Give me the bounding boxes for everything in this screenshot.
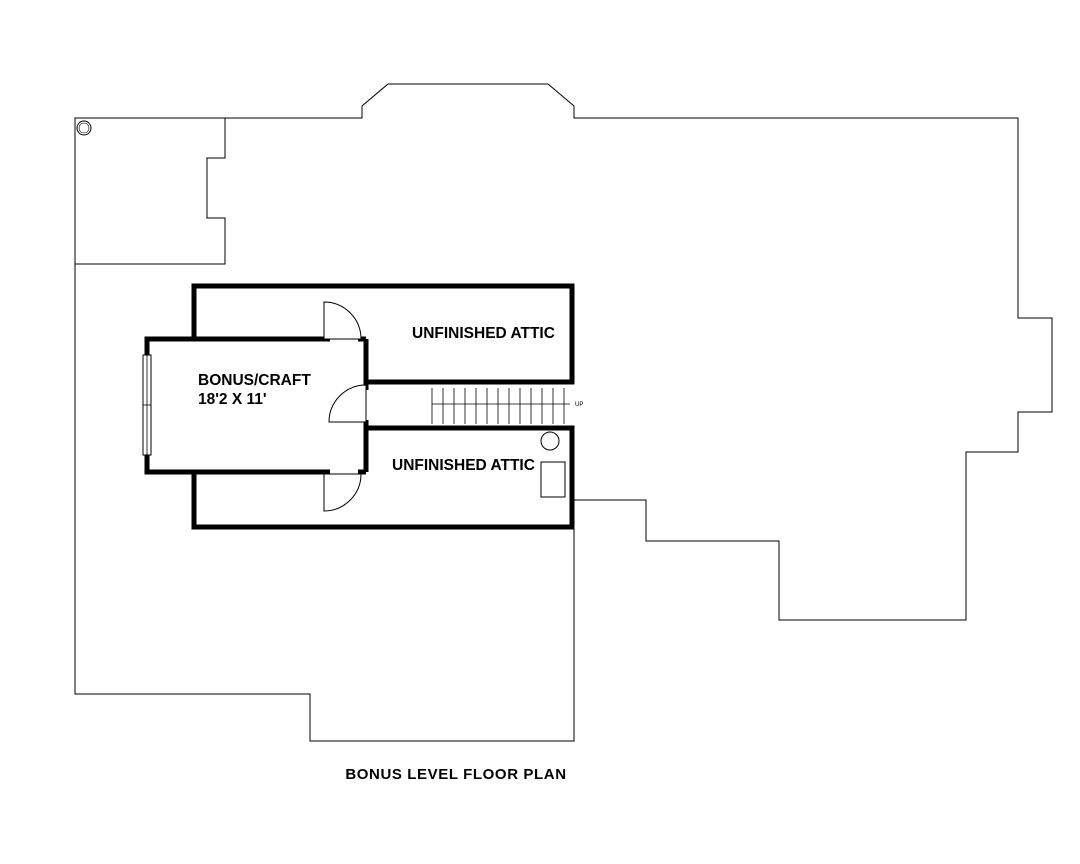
bonus-walls — [144, 283, 575, 530]
post-inner — [78, 122, 90, 134]
roof-outline — [74, 83, 1053, 742]
door-swing-lower — [323, 472, 362, 512]
plan-caption: BONUS LEVEL FLOOR PLAN — [345, 766, 566, 783]
attic-lower-label: UNFINISHED ATTIC — [392, 457, 535, 474]
bonus-room-size: 18'2 X 11' — [198, 391, 267, 408]
water-heater-icon — [540, 431, 566, 498]
porch-outline — [75, 118, 226, 265]
door-swing-upper — [323, 301, 362, 340]
stair-icon — [431, 388, 570, 424]
door-swing-middle — [328, 384, 367, 423]
window-icon — [142, 354, 152, 456]
stair-up-label: UP — [575, 402, 583, 408]
bonus-room-name: BONUS/CRAFT — [198, 372, 311, 389]
attic-upper-label: UNFINISHED ATTIC — [412, 325, 555, 342]
porch-dashed-edge — [74, 117, 225, 264]
